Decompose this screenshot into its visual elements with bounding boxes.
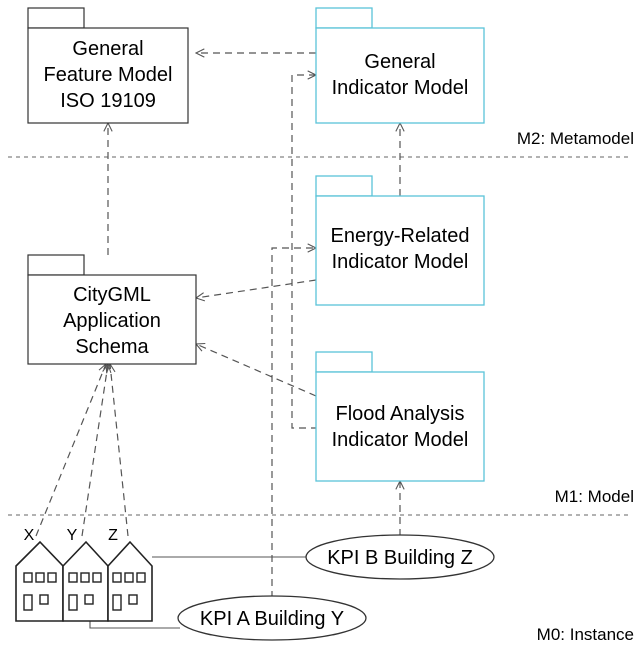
- package-faim-line-2: Indicator Model: [332, 429, 469, 451]
- package-general-indicator-model: General Indicator Model: [315, 7, 485, 124]
- level-label-m2: M2: Metamodel: [517, 129, 634, 148]
- package-gfm-line-3: ISO 19109: [60, 90, 156, 112]
- kpi-a-instance: KPI A Building Y: [177, 595, 367, 641]
- building-z: [107, 540, 153, 622]
- package-citygml-line-2: Application: [63, 310, 161, 332]
- package-citygml-line-1: CityGML: [73, 284, 151, 306]
- dep-building-y-to-citygml: [81, 364, 108, 537]
- package-citygml-application-schema: CityGML Application Schema: [27, 254, 197, 365]
- package-citygml-line-3: Schema: [75, 336, 149, 358]
- package-general-feature-model: General Feature Model ISO 19109: [27, 7, 189, 124]
- building-x: [15, 540, 64, 622]
- dep-building-z-to-citygml: [110, 364, 129, 537]
- package-erim-line-1: Energy-Related: [331, 225, 470, 247]
- package-faim-line-1: Flood Analysis: [336, 403, 465, 425]
- dep-faim-to-gim: [291, 75, 318, 429]
- kpi-b-instance: KPI B Building Z: [305, 534, 495, 580]
- building-label-x: X: [24, 527, 35, 544]
- package-gfm-line-2: Feature Model: [44, 64, 173, 86]
- package-energy-related-indicator-model: Energy-Related Indicator Model: [315, 175, 485, 306]
- building-row: X Y Z: [15, 527, 153, 622]
- building-label-z: Z: [108, 527, 118, 544]
- package-gfm-line-1: General: [72, 38, 143, 60]
- package-gim-line-2: Indicator Model: [332, 77, 469, 99]
- package-erim-line-2: Indicator Model: [332, 251, 469, 273]
- dep-erim-to-citygml: [196, 279, 317, 298]
- dep-building-x-to-citygml: [35, 364, 106, 537]
- level-label-m0: M0: Instance: [537, 625, 634, 644]
- building-y: [62, 540, 109, 622]
- package-flood-analysis-indicator-model: Flood Analysis Indicator Model: [315, 351, 485, 482]
- dep-faim-to-citygml: [196, 344, 317, 397]
- kpi-a-label: KPI A Building Y: [200, 608, 344, 630]
- level-label-m1: M1: Model: [555, 487, 634, 506]
- building-label-y: Y: [67, 527, 78, 544]
- dep-kpia-to-erim: [271, 248, 316, 610]
- kpi-b-label: KPI B Building Z: [327, 547, 473, 569]
- package-gim-line-1: General: [364, 51, 435, 73]
